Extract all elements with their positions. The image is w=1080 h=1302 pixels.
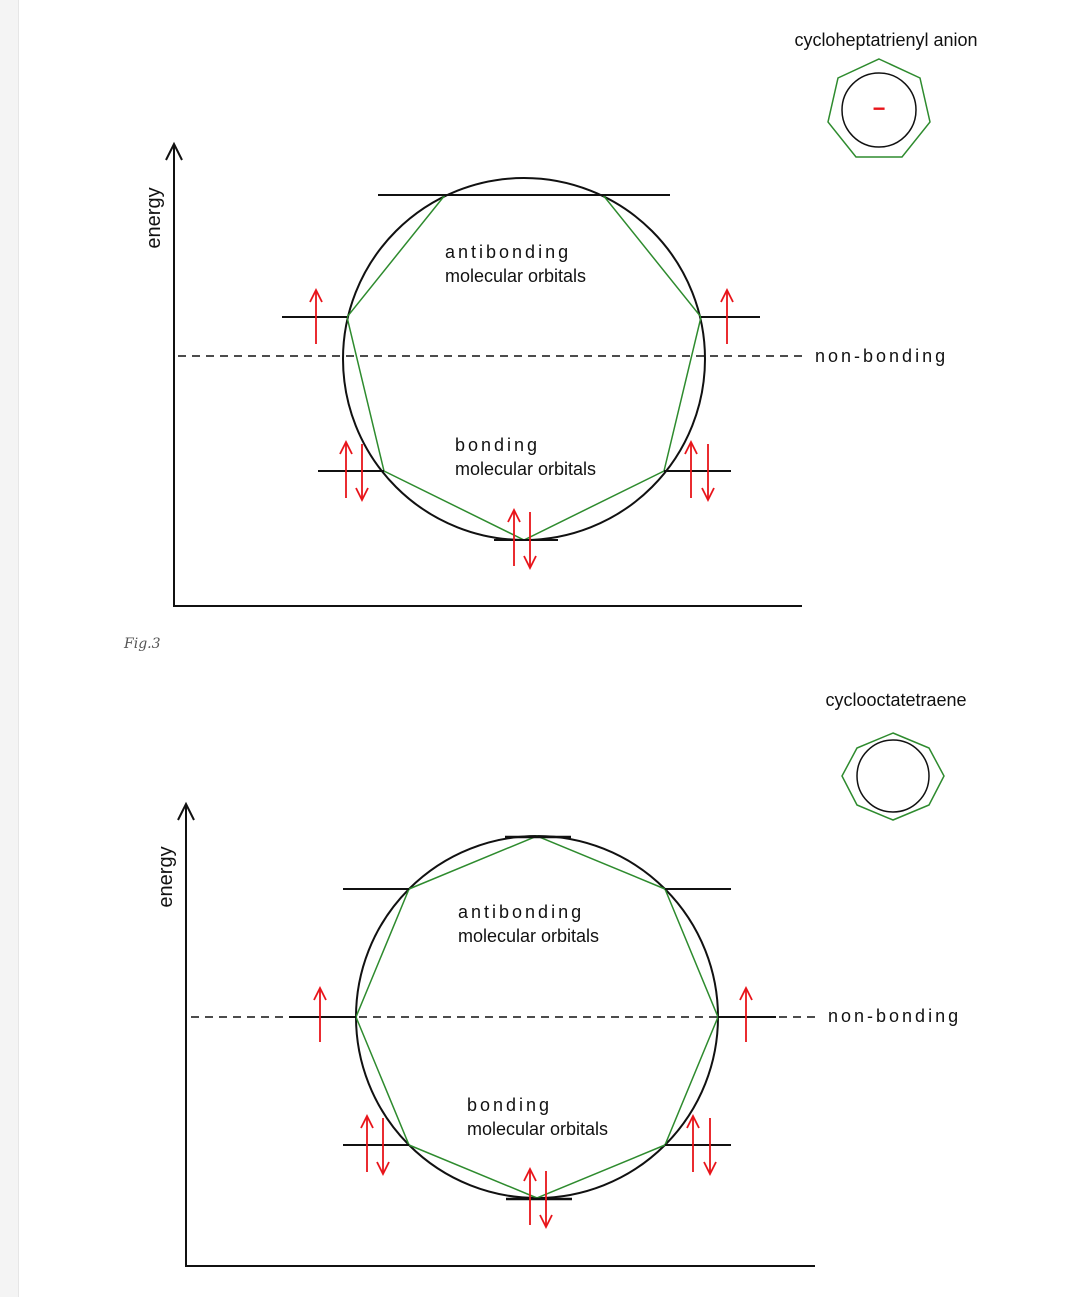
- bonding-label-sub: molecular orbitals: [467, 1119, 608, 1139]
- electron-up-icon: [684, 439, 698, 498]
- page-margin-strip: [0, 0, 19, 1297]
- frost-circle: [355, 835, 719, 1199]
- antibonding-label-sub: molecular orbitals: [445, 266, 586, 286]
- antibonding-label: antibonding: [445, 242, 571, 262]
- electron-up-icon: [507, 507, 521, 566]
- negative-charge-icon: −: [873, 96, 886, 121]
- mo-diagram-svg-bottom: energy non-bonding: [155, 690, 967, 1267]
- inscribed-octagon: [355, 835, 719, 1199]
- figure-caption: Fig.3: [124, 636, 161, 652]
- electron-up-icon: [686, 1113, 700, 1172]
- cycloheptatrienyl-ring-icon: [827, 58, 931, 158]
- bonding-label: bonding: [467, 1095, 552, 1115]
- electron-up-icon: [523, 1166, 537, 1225]
- antibonding-label: antibonding: [458, 902, 584, 922]
- axis-label: energy: [155, 846, 177, 907]
- mo-diagram-svg-top: energy non-bonding: [143, 30, 978, 607]
- bonding-label: bonding: [455, 435, 540, 455]
- molecule-name: cyclooctatetraene: [825, 690, 966, 710]
- electron-up-icon: [720, 287, 734, 344]
- electron-up-icon: [309, 287, 323, 344]
- electron-down-icon: [376, 1118, 390, 1177]
- mo-diagram-cyclooctatetraene: energy non-bonding: [0, 660, 1080, 1297]
- mo-diagram-cycloheptatrienyl: energy non-bonding: [0, 0, 1080, 640]
- electron-down-icon: [355, 444, 369, 503]
- electron-down-icon: [523, 512, 537, 571]
- electron-up-icon: [313, 985, 327, 1042]
- electron-down-icon: [703, 1118, 717, 1177]
- electron-up-icon: [339, 439, 353, 498]
- frost-circle: [342, 177, 706, 541]
- electron-down-icon: [539, 1171, 553, 1230]
- energy-axis-arrow-icon: [165, 141, 183, 161]
- bonding-label-sub: molecular orbitals: [455, 459, 596, 479]
- electron-down-icon: [701, 444, 715, 503]
- antibonding-label-sub: molecular orbitals: [458, 926, 599, 946]
- molecule-name: cycloheptatrienyl anion: [794, 30, 977, 50]
- cyclooctatetraene-ring-icon: [841, 732, 945, 821]
- nonbonding-label: non-bonding: [815, 346, 948, 366]
- electron-up-icon: [360, 1113, 374, 1172]
- energy-axis-arrow-icon: [177, 801, 195, 821]
- electron-up-icon: [739, 985, 753, 1042]
- nonbonding-label: non-bonding: [828, 1006, 961, 1026]
- axis-label: energy: [143, 187, 165, 248]
